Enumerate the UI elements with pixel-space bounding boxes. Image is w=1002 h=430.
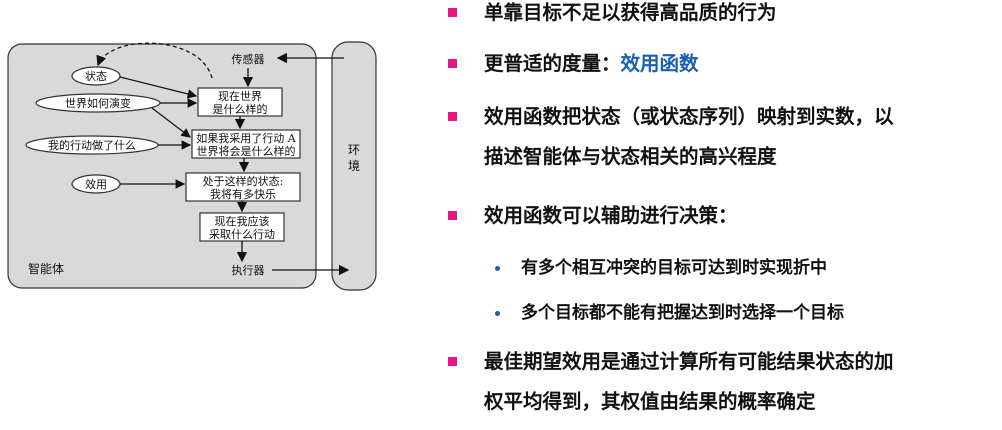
world-evolves-label: 世界如何演变 xyxy=(65,96,131,110)
agent-region xyxy=(7,43,317,289)
sub-bullet-dot-icon xyxy=(495,311,500,316)
bullet-1-text: 单靠目标不足以获得高品质的行为 xyxy=(484,1,777,24)
bullet-square-icon xyxy=(448,357,457,366)
bullet-2-highlight: 效用函数 xyxy=(620,52,699,75)
sensors-label: 传感器 xyxy=(232,53,265,66)
box-action-choice xyxy=(199,212,285,242)
box-action-outcome-line1: 如果我采用了行动 A xyxy=(196,131,296,145)
box-action-outcome xyxy=(191,129,301,159)
my-actions-label: 我的行动做了什么 xyxy=(48,138,136,152)
sub-bullet-dot-icon xyxy=(495,266,500,271)
utility-agent-diagram: 环 境 传感器 执行器 智能体 状态 世界如何演变 我的行动做了什么 效用 现在… xyxy=(7,41,377,291)
box-current-world xyxy=(197,87,283,117)
bullet-5-line1: 最佳期望效用是通过计算所有可能结果状态的加 xyxy=(484,350,894,373)
environment-region xyxy=(331,41,377,291)
environment-label-1: 环 xyxy=(348,143,360,157)
bullet-square-icon xyxy=(448,211,457,220)
box-current-world-line1: 现在世界 xyxy=(218,90,262,103)
box-happiness-line2: 我将有多快乐 xyxy=(210,187,276,201)
environment-label-2: 境 xyxy=(348,158,360,173)
utility-label: 效用 xyxy=(85,177,107,191)
bullet-3-line1: 效用函数把状态（或状态序列）映射到实数，以 xyxy=(484,105,894,128)
agent-label: 智能体 xyxy=(28,261,64,276)
bullet-square-icon xyxy=(448,59,457,68)
bullet-square-icon xyxy=(448,8,457,17)
bullet-2-text: 更普适的度量：效用函数 xyxy=(484,44,699,84)
bullet-5-line2: 权平均得到，其权值由结果的概率确定 xyxy=(484,390,816,413)
sub-bullet-2-text: 多个目标都不能有把握达到时选择一个目标 xyxy=(521,303,844,323)
evolves-to-outcome-arrow xyxy=(151,107,191,138)
bullet-4-text: 效用函数可以辅助进行决策： xyxy=(484,204,738,227)
sub-bullet-1-text: 有多个相互冲突的目标可达到时实现折中 xyxy=(521,258,827,278)
state-label: 状态 xyxy=(85,69,107,83)
box-action-choice-line2: 采取什么行动 xyxy=(209,228,275,241)
box-action-outcome-line2: 世界将会是什么样的 xyxy=(197,144,296,158)
bullet-square-icon xyxy=(448,112,457,121)
box-action-choice-line1: 现在我应该 xyxy=(215,214,270,228)
box-happiness-line1: 处于这样的状态: xyxy=(203,174,284,188)
bullet-3-line2: 描述智能体与状态相关的高兴程度 xyxy=(484,145,777,168)
state-oval xyxy=(71,66,121,86)
box-happiness xyxy=(185,172,301,202)
state-to-world-arrow xyxy=(119,76,198,99)
box-current-world-line2: 是什么样的 xyxy=(213,102,268,116)
actuators-label: 执行器 xyxy=(232,263,265,277)
state-loop-dashed-arrow xyxy=(96,42,213,79)
bullet-2-prefix: 更普适的度量： xyxy=(484,52,621,75)
